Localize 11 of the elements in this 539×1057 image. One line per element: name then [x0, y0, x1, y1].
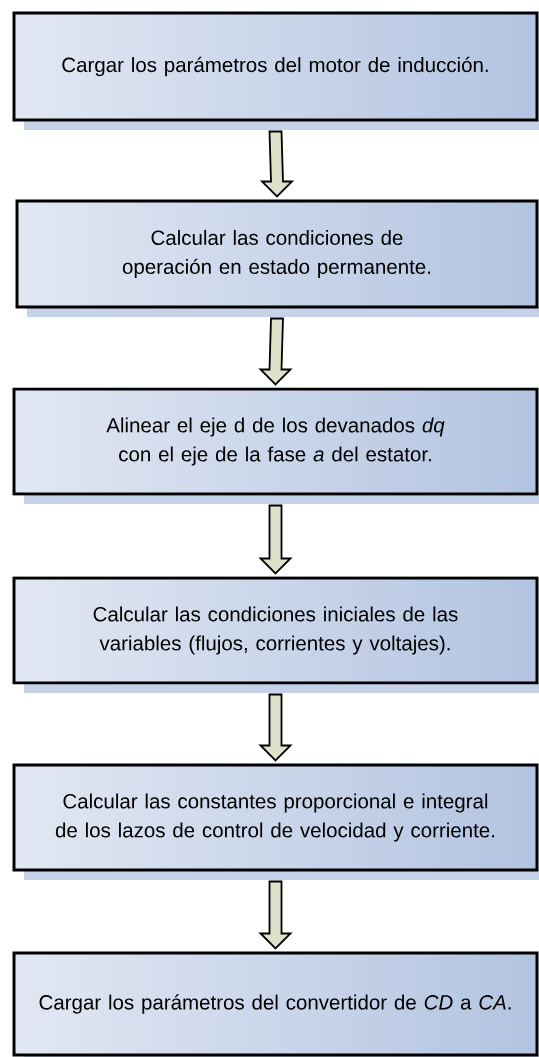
process-box: Cargar los parámetros del convertidor de CD a CA.: [12, 951, 539, 1057]
process-box: Cargar los parámetros del motor de inducción.: [12, 11, 539, 130]
process-box: Calcular las constantes proporcional e integral de los lazos de control de velocidad y corriente.: [12, 763, 539, 880]
block-arrow: [258, 693, 293, 762]
process-box: Calcular las condiciones iniciales de las variables (flujos, corrientes y voltajes).: [12, 576, 539, 693]
process-box: Calcular las condiciones de operación en estado permanente.: [15, 199, 539, 317]
block-arrow: [259, 130, 295, 198]
process-box: Alinear el eje d de los devanados dq con el eje de la fase a del estator.: [12, 387, 539, 504]
block-arrow: [258, 880, 293, 950]
block-arrow: [258, 317, 293, 386]
block-arrow: [258, 504, 293, 575]
